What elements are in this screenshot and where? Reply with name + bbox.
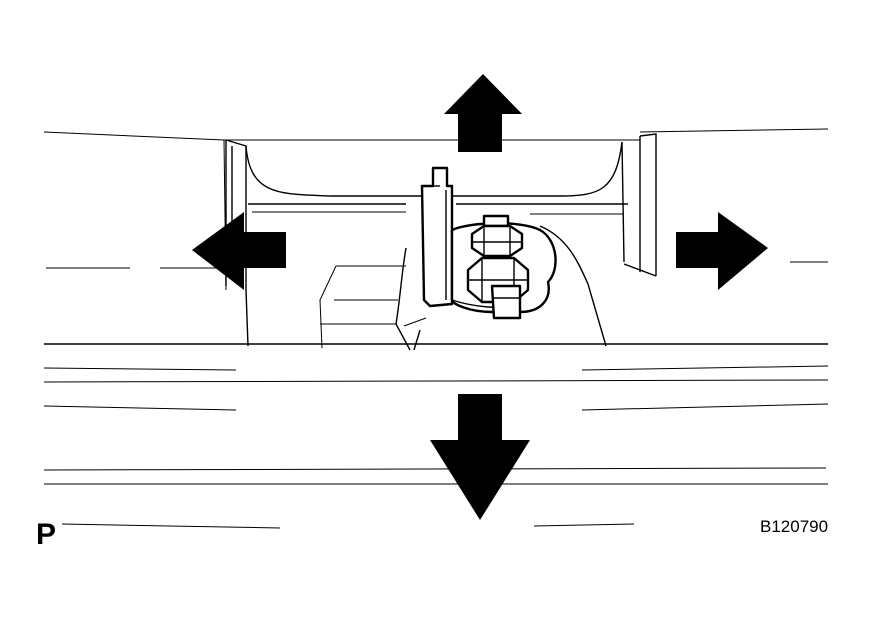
- lower-bolt: [466, 256, 530, 320]
- arrow-down-icon: [430, 394, 530, 520]
- corner-label: P: [36, 518, 57, 551]
- arrow-right-icon: [676, 212, 768, 290]
- bumper-cover-lines: [43, 261, 829, 529]
- arrow-left-icon: [192, 212, 286, 290]
- upper-bolt: [470, 214, 524, 258]
- upper-body-panel: [43, 128, 829, 351]
- arrow-up-icon: [444, 74, 522, 152]
- figure-id: B120790: [760, 517, 829, 536]
